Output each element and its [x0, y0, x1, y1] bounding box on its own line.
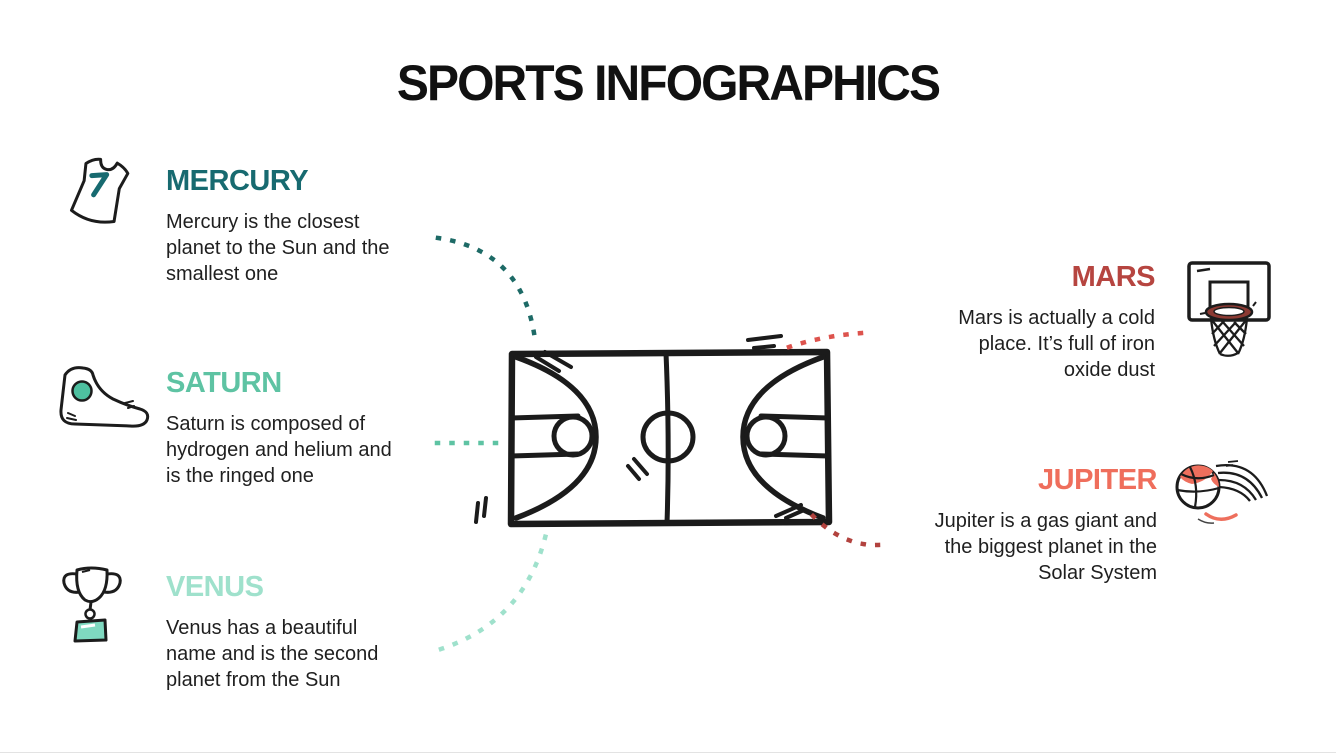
mars-connector-dots: [786, 330, 865, 350]
mars-title: MARS: [1071, 261, 1156, 293]
basketball-jersey-icon: [69, 157, 130, 224]
court-left-arc: [513, 354, 599, 521]
trophy-icon: [62, 566, 122, 643]
venus-description: Venus has a beautiful name and is the se…: [166, 617, 379, 691]
basketball-hoop-icon: [1187, 261, 1271, 357]
mars-description: Mars is actually a cold place. It’s full…: [958, 307, 1155, 381]
court-right-ft-circle: [744, 414, 788, 458]
court-accent-marks: [474, 334, 806, 524]
court-left-ft-circle: [551, 414, 595, 458]
infographic-item-mercury: MERCURY Mercury is the closest planet to…: [166, 165, 430, 287]
venus-title: VENUS: [166, 571, 264, 603]
basketball-swoosh-icon: [1175, 460, 1269, 524]
hoop-net: [1209, 317, 1249, 357]
basketball-seams: [1176, 466, 1220, 508]
jupiter-title: JUPITER: [1038, 464, 1157, 496]
infographic-item-saturn: SATURN Saturn is composed of hydrogen an…: [166, 367, 430, 489]
infographic-item-mars: MARS Mars is actually a cold place. It’s…: [885, 261, 1155, 383]
saturn-title: SATURN: [166, 367, 282, 399]
sneaker-icon: [59, 366, 150, 428]
page-title: SPORTS INFOGRAPHICS: [396, 55, 941, 111]
court-right-arc: [740, 354, 826, 521]
court-right-lane: [758, 413, 831, 459]
court-left-lane: [508, 413, 581, 459]
jersey-number-7: [89, 172, 110, 198]
mercury-description: Mercury is the closest planet to the Sun…: [166, 211, 390, 285]
basketball-court: [474, 334, 833, 528]
jupiter-description: Jupiter is a gas giant and the biggest p…: [934, 510, 1157, 584]
saturn-description: Saturn is composed of hydrogen and heliu…: [166, 413, 392, 487]
infographic-item-jupiter: JUPITER Jupiter is a gas giant and the b…: [877, 464, 1158, 586]
infographic-item-venus: VENUS Venus has a beautiful name and is …: [166, 571, 430, 693]
court-outline: [507, 348, 833, 528]
court-center-line: [663, 350, 671, 526]
mercury-title: MERCURY: [166, 165, 309, 197]
venus-connector-dots: [438, 531, 549, 652]
court-center-circle: [640, 410, 696, 464]
mercury-connector-dots: [435, 235, 537, 336]
motion-swoosh-lines: [1215, 460, 1269, 502]
